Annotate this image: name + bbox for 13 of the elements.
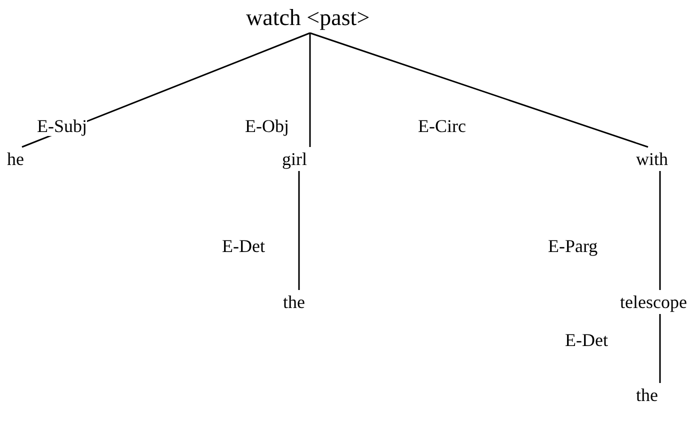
dependency-line [22, 32, 310, 148]
dependency-line [310, 32, 648, 148]
node-word: the [283, 292, 305, 312]
node-word: the [636, 385, 658, 405]
dependency-line [659, 314, 661, 383]
dependency-line [309, 33, 311, 147]
dependency-line [659, 171, 661, 290]
node-word: telescope [620, 292, 687, 312]
node-word: watch <past> [246, 5, 370, 31]
node-word: he [7, 149, 24, 169]
node-word: with [636, 149, 668, 169]
node-word: girl [282, 149, 307, 169]
dependency-line [298, 171, 300, 290]
